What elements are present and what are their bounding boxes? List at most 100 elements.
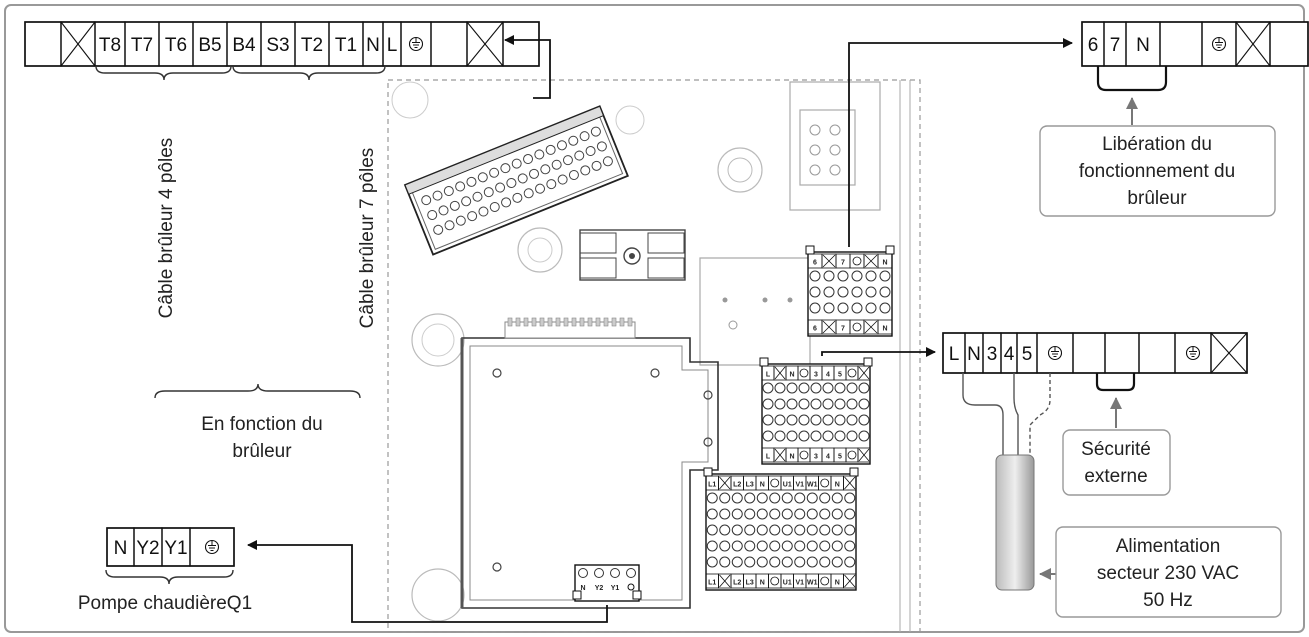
burner-7-pole-brace [232, 65, 386, 81]
release-terminal-label: N [1136, 35, 1150, 56]
burner-terminal-label: L [387, 35, 398, 56]
safety-terminal-frame [942, 332, 1248, 374]
outer-frame [4, 4, 1305, 633]
board-terminal-label: L3 [746, 482, 754, 489]
wire-safety [821, 347, 936, 357]
ground-icon [799, 450, 809, 460]
board-terminal-label: N [580, 585, 585, 592]
burner-cable-7-label: Câble brûleur 7 pôles [357, 148, 378, 329]
safety-callout-box [1062, 429, 1171, 496]
board-terminal-label: 5 [838, 372, 842, 379]
burner-terminal-label: N [366, 35, 380, 56]
ground-icon [847, 368, 857, 378]
ground-icon [852, 322, 862, 332]
mains-cable [962, 373, 1051, 591]
board-block-pump: N Y2 Y1 [572, 564, 642, 602]
release-label-line-1: Libération du [1102, 134, 1212, 155]
mains-label-line-2: secteur 230 VAC [1097, 563, 1239, 584]
safety-terminal-label: N [967, 344, 981, 365]
mains-callout-box [1055, 526, 1282, 618]
safety-terminal-label: L [949, 344, 960, 365]
board-terminal-label: N [835, 482, 840, 489]
pump-terminal-label: N [114, 538, 128, 559]
control-box [387, 79, 921, 633]
board-terminal-label: L2 [733, 482, 741, 489]
board-terminal-label: L3 [746, 580, 754, 587]
wire-pump [247, 540, 608, 623]
burner-terminal-label: B5 [198, 35, 221, 56]
safety-label-line-1: Sécurité [1081, 439, 1151, 460]
board-terminal-label: 7 [841, 260, 845, 267]
burner-4-pole-brace [95, 65, 232, 81]
board-terminal-label: 3 [814, 372, 818, 379]
board-terminal-label: N [789, 372, 794, 379]
ground-icon [408, 36, 424, 52]
board-terminal-label: 3 [814, 454, 818, 461]
board-terminal-label: 6 [813, 260, 817, 267]
release-terminal-label: 6 [1088, 35, 1099, 56]
board-terminal-label: V1 [795, 482, 804, 489]
burner-terminal-label: B4 [232, 35, 256, 56]
board-terminal-label: U1 [783, 482, 792, 489]
ground-icon [770, 576, 780, 586]
board-terminal-label: U1 [783, 580, 792, 587]
safety-label-line-2: externe [1084, 466, 1147, 487]
release-label-line-2: fonctionnement du [1079, 161, 1235, 182]
board-terminal-label: N [760, 482, 765, 489]
module-pin-header [504, 317, 636, 339]
board-terminal-label: Y1 [611, 585, 620, 592]
burner-terminal-label: T1 [335, 35, 357, 56]
release-terminal-cell [1269, 21, 1309, 67]
ground-icon [820, 478, 830, 488]
pump-label: Pompe chaudièreQ1 [78, 593, 252, 614]
safety-terminal-label: 5 [1022, 344, 1033, 365]
board-terminal-label: N [882, 260, 887, 267]
board-terminal-label: N [882, 326, 887, 333]
board-terminal-label: 6 [813, 326, 817, 333]
controller-module [461, 337, 719, 609]
depends-label-line-2: brûleur [232, 441, 292, 462]
release-terminal-label: 7 [1110, 35, 1121, 56]
release-jumper [1096, 66, 1168, 92]
board-terminal-label: W1 [807, 482, 818, 489]
board-terminal-label: L1 [708, 482, 716, 489]
pump-terminal-frame [106, 527, 235, 567]
safety-jumper [1095, 373, 1136, 392]
burner-terminal-frame [24, 21, 540, 67]
board-terminal-label: W1 [807, 580, 818, 587]
board-terminal-label: L2 [733, 580, 741, 587]
burner-terminal-label: T2 [301, 35, 323, 56]
safety-terminal-cell [1210, 332, 1248, 374]
burner-terminal-label: T6 [165, 35, 187, 56]
safety-terminal-label: 4 [1004, 344, 1015, 365]
relay-block [579, 229, 686, 281]
ground-icon [852, 256, 862, 266]
depends-label-line-1: En fonction du [201, 414, 322, 435]
ground-icon [820, 576, 830, 586]
board-terminal-label: 5 [838, 454, 842, 461]
board-terminal-label: Y2 [595, 585, 604, 592]
board-terminal-label: 4 [826, 454, 830, 461]
board-terminal-label: 7 [841, 326, 845, 333]
burner-terminal-label: T7 [131, 35, 153, 56]
ground-icon [847, 450, 857, 460]
release-label-line-3: brûleur [1127, 188, 1187, 209]
ground-icon [770, 478, 780, 488]
ground-icon [1211, 36, 1227, 52]
burner-terminal-label: T8 [99, 35, 121, 56]
pump-terminal-label: Y1 [164, 538, 187, 559]
ground-icon [1047, 345, 1063, 361]
board-terminal-label: L1 [708, 580, 716, 587]
board-terminal-label: N [835, 580, 840, 587]
wire-burner [504, 35, 551, 99]
pump-brace [105, 569, 234, 585]
burner-terminal-label: S3 [266, 35, 289, 56]
board-terminal-label: L [766, 454, 771, 461]
release-callout-box [1039, 125, 1276, 217]
